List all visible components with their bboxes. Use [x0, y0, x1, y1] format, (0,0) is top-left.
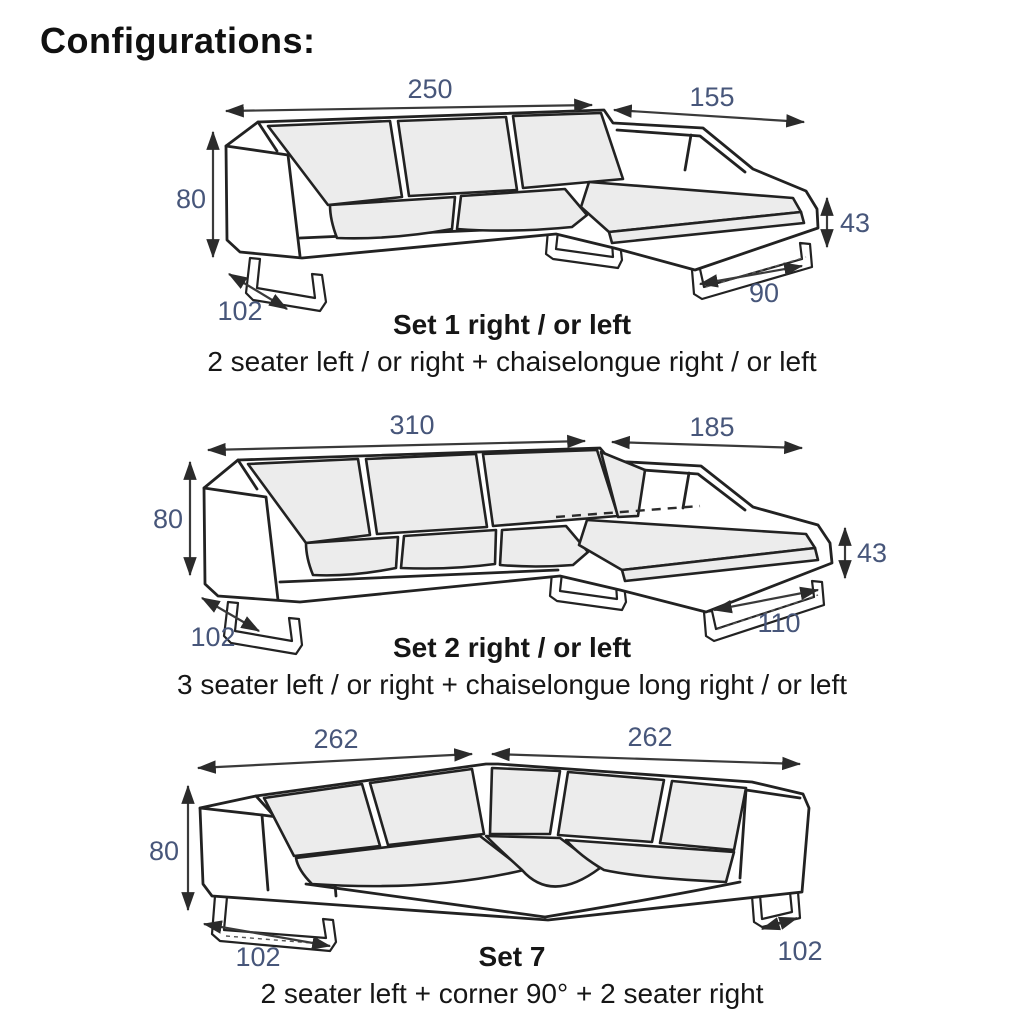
- set2-dim-seat-height: 43: [838, 526, 887, 580]
- set1-seat-cushion: [328, 195, 457, 240]
- set1-dim-depth: 102: [217, 273, 289, 326]
- set7-diagram: 262 262 80 102 102: [149, 722, 823, 972]
- set7-description: 2 seater left + corner 90° + 2 seater ri…: [260, 978, 764, 1009]
- svg-text:310: 310: [389, 410, 434, 440]
- set7-back-cushion: [556, 770, 666, 844]
- set7-name: Set 7: [478, 941, 546, 972]
- set2-pad-seam: [555, 504, 701, 519]
- set1-chaise-arm-rail: [615, 128, 747, 174]
- svg-text:43: 43: [857, 538, 887, 568]
- set1-dim-chaise-depth: 90: [698, 262, 804, 308]
- set1-dim-chaise-width: 155: [612, 82, 806, 128]
- set1-back-cushion: [266, 119, 404, 207]
- svg-text:80: 80: [176, 184, 206, 214]
- svg-text:102: 102: [235, 942, 280, 972]
- svg-text:102: 102: [190, 622, 235, 652]
- set2-dim-chaise-depth: 110: [712, 586, 820, 638]
- set1-dim-height: 80: [176, 130, 220, 259]
- svg-text:102: 102: [217, 296, 262, 326]
- set7-dim-right-depth: 102: [760, 916, 823, 966]
- set1-chaise-pad-lip: [607, 210, 806, 245]
- set7-dim-left-width: 262: [196, 724, 474, 774]
- svg-text:80: 80: [153, 504, 183, 534]
- set2-corner-cushion: [599, 450, 647, 519]
- set2-armrest: [202, 486, 280, 602]
- svg-text:102: 102: [777, 936, 822, 966]
- set1-back-cushion: [396, 115, 519, 198]
- set2-dim-total-width: 310: [206, 410, 587, 457]
- svg-text:262: 262: [627, 722, 672, 752]
- set7-right-armrest: [744, 788, 802, 800]
- set7-dim-height: 80: [149, 784, 195, 912]
- set1-description: 2 seater left / or right + chaiselongue …: [207, 346, 817, 377]
- set1-diagram: 250 155 80 102 43 90: [176, 74, 870, 326]
- set7-seat-cushion: [294, 834, 526, 888]
- svg-text:80: 80: [149, 836, 179, 866]
- set2-diagram: 310 185 80 102 43 110: [153, 410, 887, 656]
- svg-text:250: 250: [407, 74, 452, 104]
- set2-back-cushion: [481, 448, 620, 528]
- set7-dim-left-depth: 102: [202, 920, 332, 972]
- set1-seat-cushion: [455, 187, 589, 232]
- set1-dim-total-width: 250: [224, 74, 594, 118]
- set2-name: Set 2 right / or left: [392, 632, 632, 663]
- set2-description: 3 seater left / or right + chaiselongue …: [176, 669, 848, 700]
- svg-text:90: 90: [749, 278, 779, 308]
- svg-text:185: 185: [689, 412, 734, 442]
- set7-back-cushion: [368, 767, 486, 847]
- set2-chaise-leg: [702, 579, 826, 643]
- set1-armrest: [224, 144, 302, 258]
- set7-corner-seat-cushion: [484, 834, 602, 888]
- set1-name: Set 1 right / or left: [392, 309, 632, 340]
- set2-dim-chaise-width: 185: [610, 412, 804, 455]
- set7-back-cushion: [262, 782, 382, 858]
- set2-dim-height: 80: [153, 460, 197, 577]
- set7-back-cushion: [658, 779, 748, 852]
- svg-text:155: 155: [689, 82, 734, 112]
- set2-seat-cushion: [399, 528, 498, 570]
- set2-seat-cushion: [304, 535, 400, 577]
- set7-dim-right-width: 262: [490, 722, 802, 771]
- set1-dim-seat-height: 43: [820, 196, 870, 249]
- set2-seat-cushion: [498, 524, 590, 568]
- svg-text:110: 110: [757, 608, 800, 638]
- set7-caption: Set 7 2 seater left + corner 90° + 2 sea…: [0, 938, 1024, 1012]
- svg-text:262: 262: [313, 724, 358, 754]
- set2-back-cushion: [246, 457, 372, 545]
- set2-chaise-pad-lip: [620, 546, 820, 583]
- svg-text:43: 43: [840, 208, 870, 238]
- page-title: Configurations:: [40, 20, 316, 61]
- set2-back-cushion: [364, 452, 489, 536]
- set1-caption: Set 1 right / or left 2 seater left / or…: [0, 306, 1024, 380]
- set2-caption: Set 2 right / or left 3 seater left / or…: [0, 629, 1024, 703]
- set7-corner-back-cushion: [488, 766, 562, 836]
- set2-dim-depth: 102: [190, 597, 261, 652]
- set7-seat-cushion: [564, 838, 736, 884]
